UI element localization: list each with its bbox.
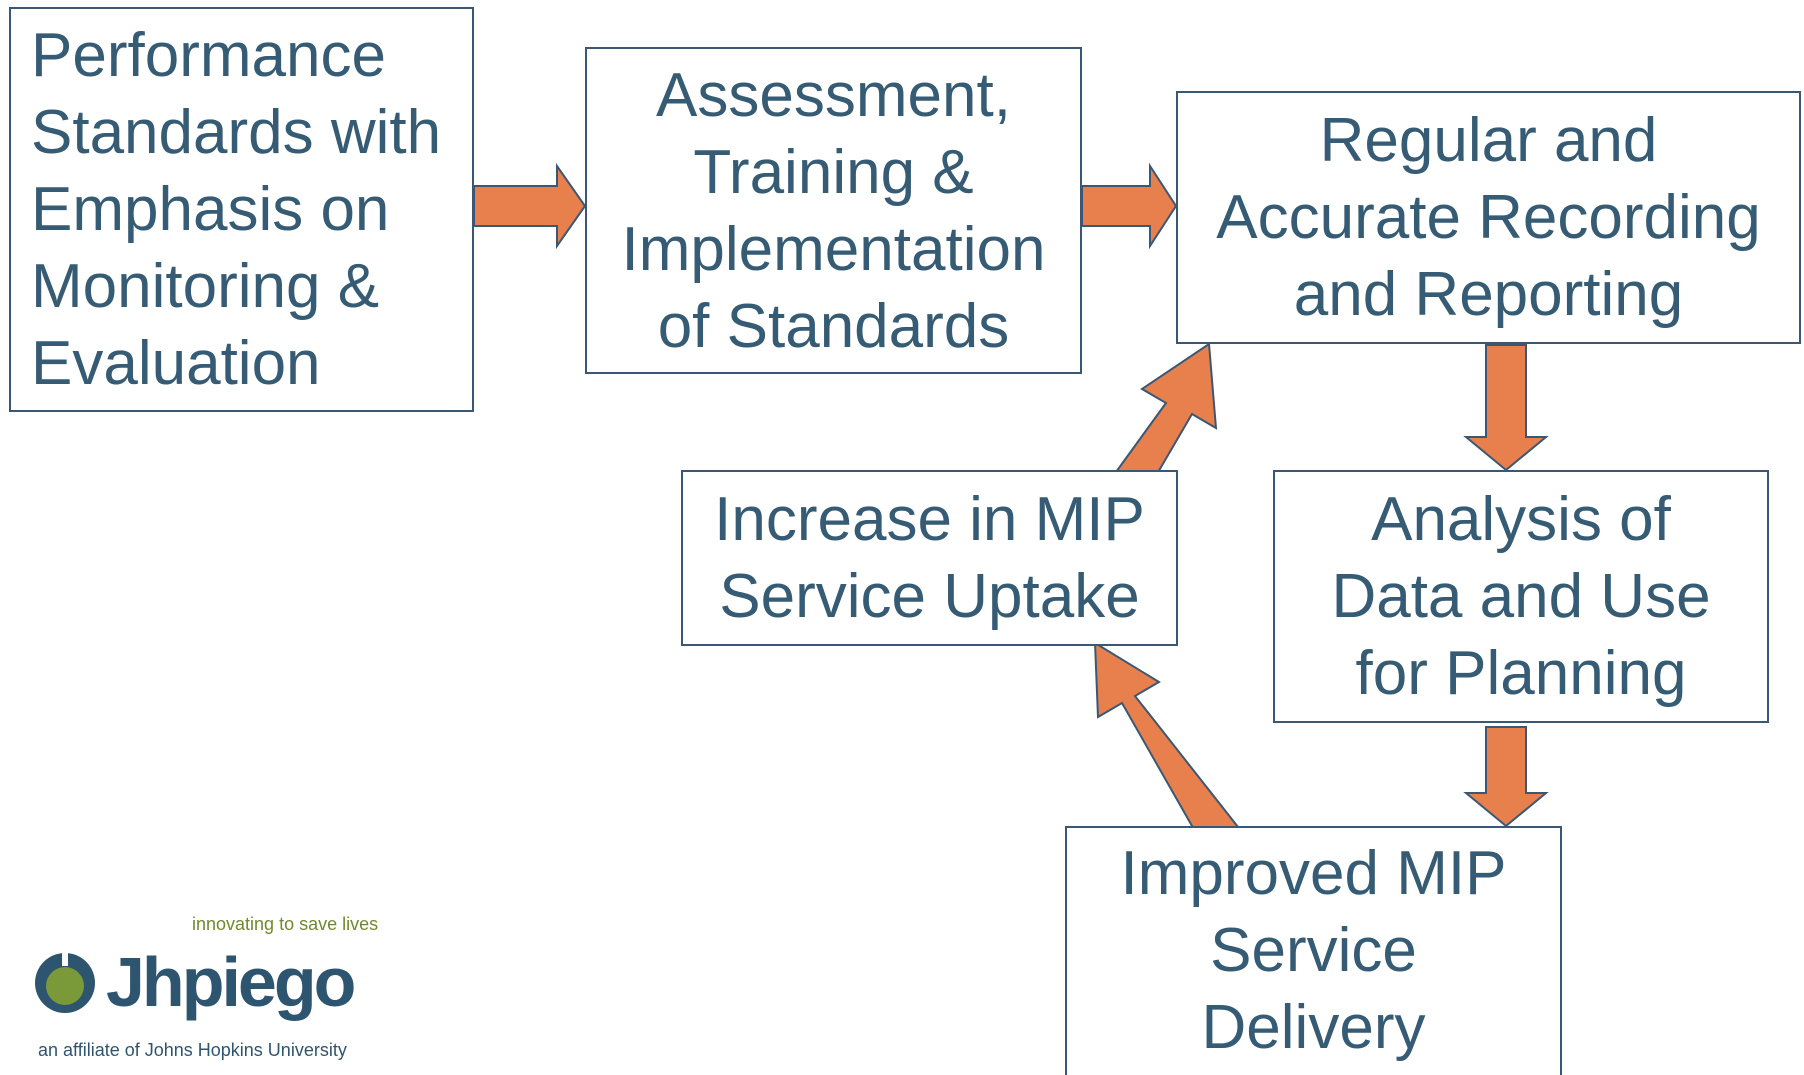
logo-tagline: innovating to save lives [192,914,379,934]
box-label-line: Performance [31,21,386,90]
box-recording-reporting: Regular and Accurate Recording and Repor… [1176,91,1801,344]
box-label-line: of Standards [657,291,1010,361]
box-label-line: Standards with [31,98,442,167]
box-label-line: Service Uptake [719,562,1140,631]
box-label-line: Analysis of [1371,485,1671,554]
box-performance-standards: Performance Standards with Emphasis on M… [9,7,474,412]
box-data-analysis: Analysis of Data and Use for Planning [1273,470,1769,723]
box-label-line: for Planning [1355,639,1687,708]
box-service-uptake: Increase in MIP Service Uptake [681,470,1178,646]
logo-brand-name: Jhpiego [106,943,356,1021]
box-label-line: and Reporting [1293,260,1684,329]
box-label-line: Data and Use [1331,562,1711,631]
arrow-recording-to-analysis [1463,344,1549,472]
box-label-line: Assessment, [656,60,1011,130]
arrow-performance-to-assessment [473,162,587,250]
box-label-line: Monitoring & [31,252,380,321]
box-label-line: Emphasis on [31,175,390,244]
box-service-delivery: Improved MIP Service Delivery [1065,826,1562,1075]
arrow-delivery-to-uptake [1093,641,1240,849]
box-label-line: Improved MIP [1120,839,1507,908]
box-assessment-training: Assessment, Training & Implementation of… [585,47,1082,374]
logo-mark-icon [35,952,95,1013]
logo-affiliation: an affiliate of Johns Hopkins University [38,1040,347,1060]
box-label-line: Increase in MIP [714,485,1145,554]
jhpiego-logo: innovating to save lives Jhpiego an affi… [34,914,394,1064]
box-label-line: Implementation [621,214,1046,284]
box-label-line: Delivery [1201,993,1426,1062]
box-label-line: Accurate Recording [1216,183,1761,252]
arrow-analysis-to-delivery [1463,726,1549,828]
box-label-line: Regular and [1319,106,1658,175]
arrow-assessment-to-recording [1081,162,1178,250]
box-label-line: Evaluation [31,329,321,398]
box-label-line: Training & [693,137,974,207]
box-label-line: Service [1210,916,1417,985]
